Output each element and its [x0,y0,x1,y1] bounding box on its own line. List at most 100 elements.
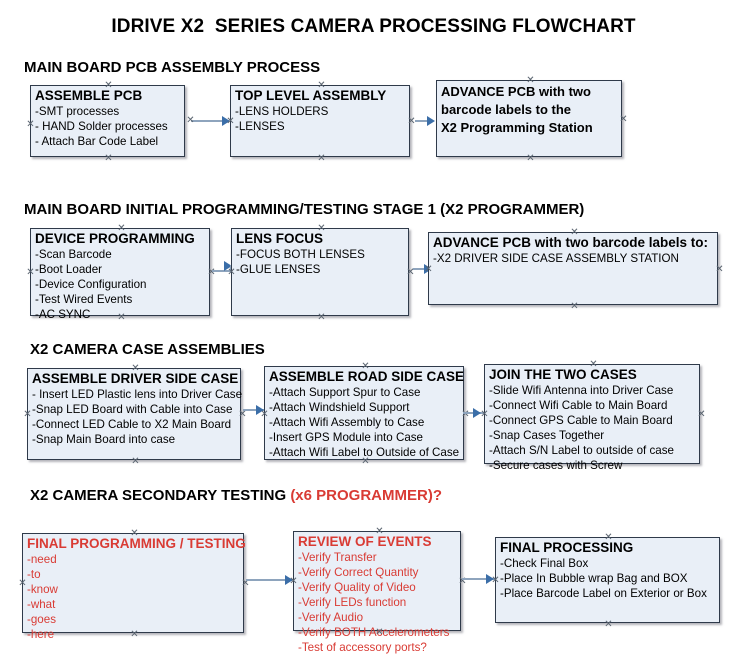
node-item: -Verify Correct Quantity [298,566,419,579]
node-item: -Connect GPS Cable to Main Board [489,414,673,427]
connector-line [462,578,495,580]
node-item: -Attach S/N Label to outside of case [489,444,674,457]
node-item: -Snap Cases Together [489,429,605,442]
node-body: ADVANCE PCB with two barcode labels to: … [433,235,747,266]
section-title-main-board-initial-programming: MAIN BOARD INITIAL PROGRAMMING/TESTING S… [24,201,585,218]
resize-handle-right[interactable] [715,265,724,274]
node-assemble-road-side-case[interactable]: ASSEMBLE ROAD SIDE CASE -Attach Support … [264,366,464,460]
resize-handle-left[interactable] [23,410,32,419]
node-item: -Test of accessory ports? [298,641,427,654]
node-join-the-two-cases[interactable]: JOIN THE TWO CASES -Slide Wifi Antenna i… [484,364,700,472]
node-heading: ADVANCE PCB with two [441,84,591,99]
node-body: ASSEMBLE PCB -SMT processes - HAND Solde… [35,88,244,149]
resize-handle-left[interactable] [26,268,35,277]
resize-handle-top[interactable] [317,81,326,90]
node-item: -Attach Wifi Label to Outside of Case [269,446,460,459]
node-advance-pcb-driver-side-case[interactable]: ADVANCE PCB with two barcode labels to: … [428,232,718,305]
node-body: LENS FOCUS -FOCUS BOTH LENSES -GLUE LENS… [236,231,468,277]
connector-arrowhead [486,574,494,584]
resize-handle-bottom[interactable] [361,457,370,466]
node-heading: ASSEMBLE DRIVER SIDE CASE [32,371,239,386]
node-final-programming-testing[interactable]: FINAL PROGRAMMING / TESTING -need -to -k… [22,533,246,641]
resize-handle-right[interactable] [619,115,628,124]
resize-handle-left[interactable] [491,576,500,585]
node-item: -need [27,553,57,566]
resize-handle-bottom[interactable] [317,154,326,163]
node-item: -GLUE LENSES [236,263,321,276]
node-review-of-events[interactable]: REVIEW OF EVENTS -Verify Transfer -Verif… [293,531,461,654]
node-item: - Attach Bar Code Label [35,135,159,148]
node-item: -Attach Windshield Support [269,401,410,414]
node-assemble-driver-side-case[interactable]: ASSEMBLE DRIVER SIDE CASE - Insert LED P… [27,368,242,460]
resize-handle-left[interactable] [227,268,236,277]
resize-handle-top[interactable] [589,360,598,369]
node-item: -Device Configuration [35,278,147,291]
resize-handle-bottom[interactable] [117,313,126,322]
node-body: REVIEW OF EVENTS -Verify Transfer -Verif… [298,534,520,655]
node-heading: FINAL PROCESSING [500,540,634,555]
connector-handle-start[interactable] [186,116,195,125]
node-item: -Scan Barcode [35,248,112,261]
resize-handle-bottom[interactable] [317,313,326,322]
resize-handle-right[interactable] [238,410,247,419]
section-title-accent: (x6 PROGRAMMER)? [290,487,442,504]
connector-line [243,409,265,411]
resize-handle-top[interactable] [317,224,326,233]
node-item: -LENS HOLDERS [235,105,329,118]
resize-handle-bottom[interactable] [131,457,140,466]
resize-handle-top[interactable] [104,81,113,90]
connector-line [212,270,232,272]
connector-line [246,579,292,581]
connector-arrowhead [224,261,232,271]
resize-handle-top[interactable] [570,228,579,237]
node-heading: DEVICE PROGRAMMING [35,231,195,246]
node-item: -Verify LEDs function [298,596,407,609]
resize-handle-left[interactable] [260,410,269,419]
node-item: -Connect LED Cable to X2 Main Board [32,418,232,431]
resize-handle-right[interactable] [697,410,706,419]
resize-handle-bottom[interactable] [604,620,613,629]
resize-handle-top[interactable] [375,527,384,536]
node-top-level-assembly[interactable]: TOP LEVEL ASSEMBLY -LENS HOLDERS -LENSES [230,85,410,157]
resize-handle-bottom[interactable] [130,630,139,639]
node-item: -Connect Wifi Cable to Main Board [489,399,668,412]
node-body: FINAL PROGRAMMING / TESTING -need -to -k… [27,536,303,642]
node-body: ASSEMBLE DRIVER SIDE CASE - Insert LED P… [32,371,300,447]
node-item: -to [27,568,41,581]
node-item: -AC SYNC [35,308,91,321]
node-lens-focus[interactable]: LENS FOCUS -FOCUS BOTH LENSES -GLUE LENS… [231,228,409,316]
node-heading: JOIN THE TWO CASES [489,367,637,382]
node-device-programming[interactable]: DEVICE PROGRAMMING -Scan Barcode -Boot L… [30,228,210,321]
resize-handle-bottom[interactable] [104,154,113,163]
resize-handle-left[interactable] [226,117,235,126]
resize-handle-bottom[interactable] [570,302,579,311]
node-body: ADVANCE PCB with two barcode labels to t… [441,83,681,137]
resize-handle-left[interactable] [424,265,433,274]
resize-handle-top[interactable] [526,76,535,85]
node-item: -Place In Bubble wrap Bag and BOX [500,572,688,585]
resize-handle-top[interactable] [131,364,140,373]
resize-handle-top[interactable] [361,362,370,371]
section-title-main-board-pcb-assembly-process: MAIN BOARD PCB ASSEMBLY PROCESS [24,59,321,76]
resize-handle-top[interactable] [130,529,139,538]
node-item: - HAND Solder processes [35,120,168,133]
resize-handle-bottom[interactable] [375,628,384,637]
node-advance-pcb-programming-station[interactable]: ADVANCE PCB with two barcode labels to t… [436,80,622,157]
resize-handle-top[interactable] [117,224,126,233]
section-title-text: X2 CAMERA SECONDARY TESTING [30,487,291,504]
resize-handle-bottom[interactable] [526,154,535,163]
resize-handle-top[interactable] [604,533,613,542]
resize-handle-left[interactable] [480,410,489,419]
resize-handle-left[interactable] [289,577,298,586]
node-heading: ASSEMBLE PCB [35,88,143,103]
node-item: -Boot Loader [35,263,103,276]
resize-handle-left[interactable] [26,120,35,129]
node-body: DEVICE PROGRAMMING -Scan Barcode -Boot L… [35,231,269,322]
node-heading: TOP LEVEL ASSEMBLY [235,88,387,103]
connector-line [415,120,433,122]
resize-handle-left[interactable] [18,579,27,588]
node-item: -Insert GPS Module into Case [269,431,424,444]
node-assemble-pcb[interactable]: ASSEMBLE PCB -SMT processes - HAND Solde… [30,85,185,157]
node-final-processing[interactable]: FINAL PROCESSING -Check Final Box -Place… [495,537,720,623]
node-item: -here [27,628,55,641]
